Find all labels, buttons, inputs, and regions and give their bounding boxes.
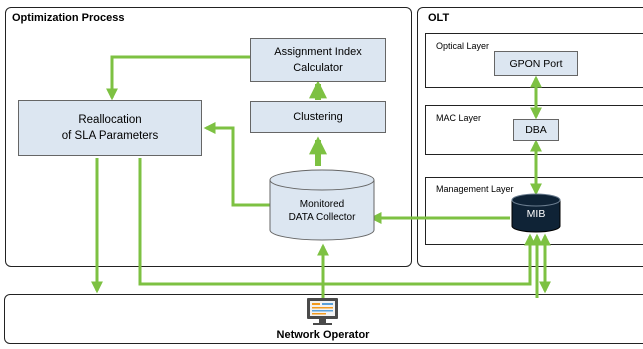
dba-box: DBA — [513, 119, 559, 141]
data-collector-cylinder — [269, 169, 375, 241]
arrow-reallocation-to-mib — [138, 158, 536, 286]
arrow-calculator-to-reallocation — [106, 55, 250, 101]
olt-title: OLT — [428, 12, 450, 24]
mac-layer-label: MAC Layer — [436, 113, 482, 123]
assignment-index-calculator-box: Assignment Index Calculator — [250, 38, 386, 82]
arrow-collector-to-reallocation — [203, 122, 270, 207]
optical-layer-label: Optical Layer — [436, 41, 490, 51]
optimization-process-title: Optimization Process — [12, 12, 125, 24]
network-operator-label: Network Operator — [276, 329, 370, 341]
data-collector-label: Monitored DATA Collector — [288, 199, 356, 223]
gpon-port-box: GPON Port — [494, 51, 578, 76]
management-layer-label: Management Layer — [436, 184, 514, 194]
reallocation-sla-box: Reallocation of SLA Parameters — [18, 100, 202, 156]
monitor-icon — [307, 298, 338, 325]
mib-label: MIB — [526, 208, 546, 220]
mib-cylinder — [511, 193, 561, 233]
clustering-box: Clustering — [250, 101, 386, 133]
